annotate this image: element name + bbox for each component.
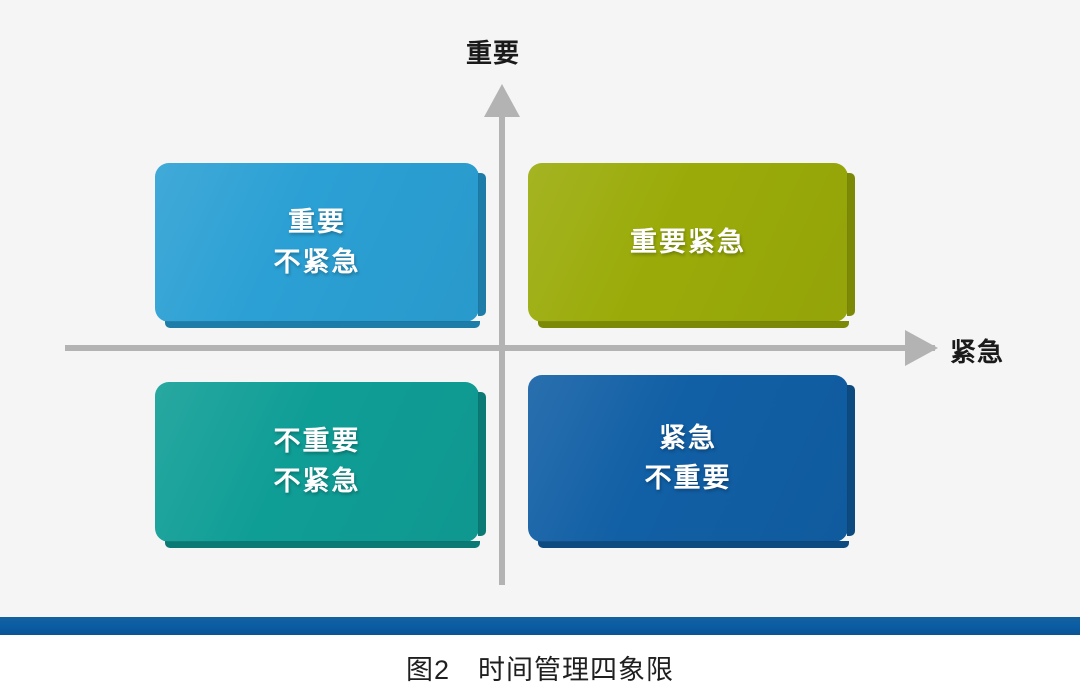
time-management-quadrant-diagram: 重要 紧急 重要 不紧急 重要紧急 不重要 不紧急	[65, 38, 1005, 585]
arrow-right-icon	[905, 330, 938, 366]
quadrant-bottom-shadow	[538, 321, 849, 328]
figure-number: 图2	[405, 655, 451, 685]
quadrant-bottom-shadow	[538, 541, 849, 548]
quadrant-side-shadow	[847, 173, 855, 316]
quadrant-important-not-urgent[interactable]: 重要 不紧急	[155, 163, 486, 328]
quadrant-label-line-1: 不重要	[273, 426, 361, 457]
quadrant-label-line-2: 不紧急	[273, 466, 361, 496]
figure-title: 时间管理四象限	[478, 655, 675, 685]
quadrant-side-shadow	[847, 385, 855, 536]
quadrant-side-shadow	[478, 173, 486, 316]
figure-caption: 图2 时间管理四象限	[0, 648, 1080, 687]
quadrant-label-line-2: 不紧急	[273, 246, 361, 277]
quadrant-label-line-1: 重要紧急	[630, 226, 746, 257]
vertical-axis-line	[499, 104, 505, 585]
axis-label-urgent: 紧急	[950, 337, 1005, 367]
quadrant-side-shadow	[478, 392, 486, 536]
axis-label-important: 重要	[466, 38, 521, 68]
quadrant-important-urgent[interactable]: 重要紧急	[528, 163, 855, 328]
section-divider-bar	[0, 617, 1080, 635]
quadrant-label-line-1: 紧急	[659, 422, 717, 453]
quadrant-bottom-shadow	[165, 321, 480, 328]
arrow-up-icon	[484, 84, 520, 117]
quadrant-bottom-shadow	[165, 541, 480, 548]
quadrant-label-line-1: 重要	[288, 206, 346, 237]
quadrant-label-line-2: 不重要	[644, 462, 732, 493]
quadrant-not-important-not-urgent[interactable]: 不重要 不紧急	[155, 382, 486, 548]
quadrant-urgent-not-important[interactable]: 紧急 不重要	[528, 375, 855, 548]
